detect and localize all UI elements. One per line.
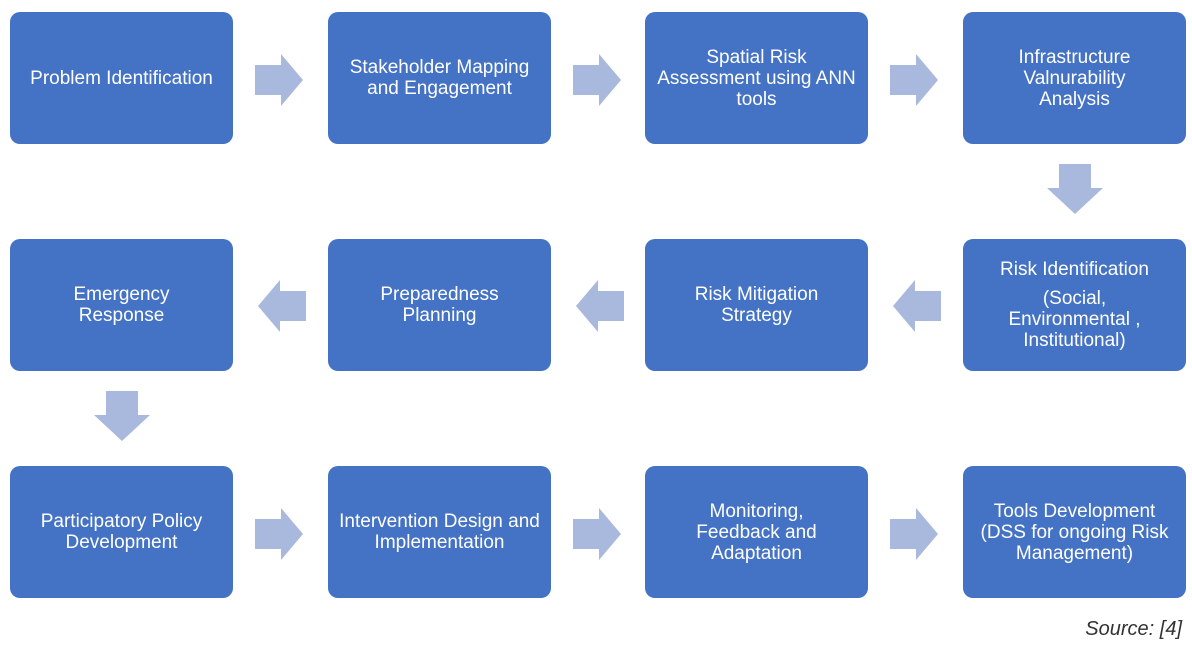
arrow-right-icon [890,508,938,560]
step-participatory-policy: Participatory Policy Development [10,466,233,598]
step-sublabel: (Social, Environmental , Institutional) [1008,288,1141,351]
step-label: Monitoring, Feedback and Adaptation [696,500,817,564]
step-infrastructure-vulnerability: Infrastructure Valnurability Analysis [963,12,1186,144]
arrow-left-icon [576,280,624,332]
step-label: Risk Mitigation Strategy [694,284,819,326]
step-risk-mitigation: Risk Mitigation Strategy [645,239,868,371]
step-spatial-risk-assessment: Spatial Risk Assessment using ANN tools [645,12,868,144]
arrow-down-icon [1047,164,1103,214]
step-problem-identification: Problem Identification [10,12,233,144]
step-emergency-response: Emergency Response [10,239,233,371]
step-intervention-design: Intervention Design and Implementation [328,466,551,598]
step-label: Intervention Design and Implementation [339,511,540,553]
arrow-left-icon [893,280,941,332]
step-label: Infrastructure Valnurability Analysis [1018,46,1131,110]
step-label: Preparedness Planning [380,284,499,326]
step-label: Problem Identification [30,67,213,89]
step-risk-identification: Risk Identification (Social, Environmenta… [963,239,1186,371]
step-monitoring-feedback: Monitoring, Feedback and Adaptation [645,466,868,598]
step-tools-development: Tools Development (DSS for ongoing Risk … [963,466,1186,598]
step-label: Tools Development (DSS for ongoing Risk … [980,500,1169,564]
arrow-right-icon [255,508,303,560]
step-preparedness-planning: Preparedness Planning [328,239,551,371]
step-stakeholder-mapping: Stakeholder Mapping and Engagement [328,12,551,144]
step-label: Participatory Policy Development [40,511,203,553]
arrow-down-icon [94,391,150,441]
arrow-right-icon [573,54,621,106]
step-label: Emergency Response [73,284,170,326]
step-label: Spatial Risk Assessment using ANN tools [657,46,856,110]
step-label: Risk Identification [1000,259,1149,280]
source-caption: Source: [4] [1085,618,1182,640]
arrow-right-icon [890,54,938,106]
arrow-right-icon [573,508,621,560]
step-label: Stakeholder Mapping and Engagement [349,57,530,99]
arrow-left-icon [258,280,306,332]
arrow-right-icon [255,54,303,106]
